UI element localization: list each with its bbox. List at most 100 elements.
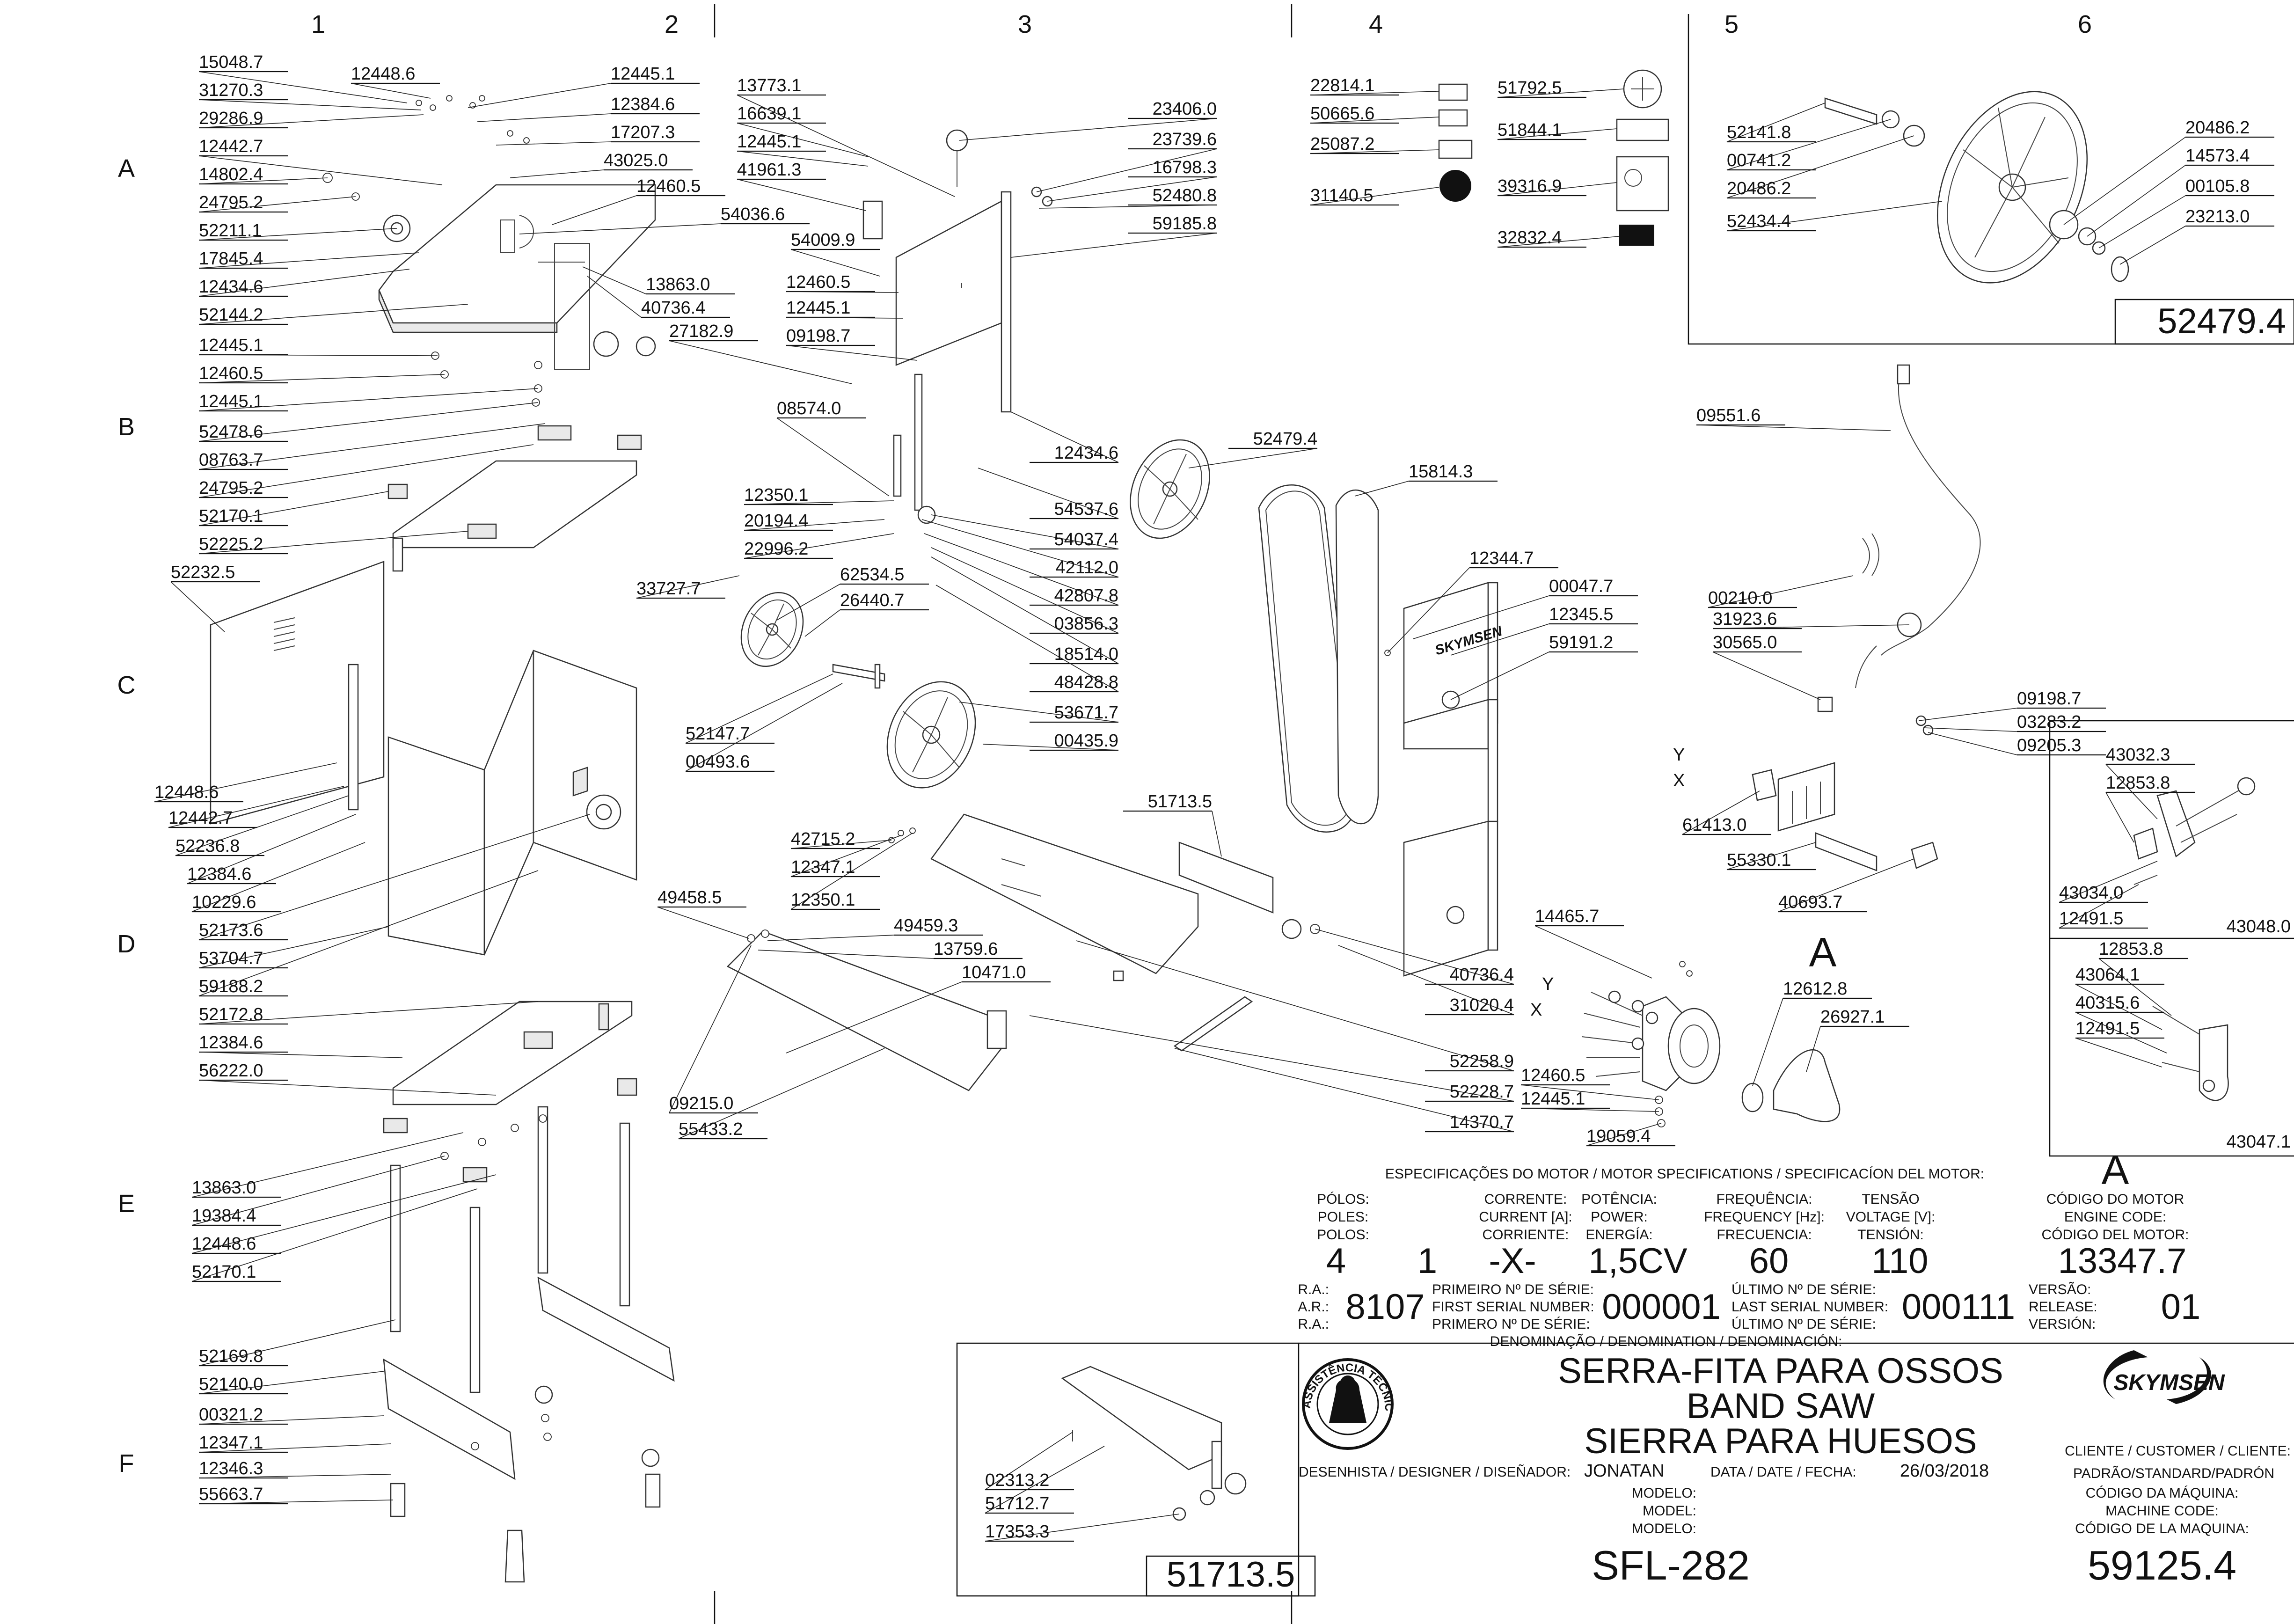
part-number-label: 40736.4: [1450, 965, 1514, 985]
part-number-label: 16639.1: [737, 104, 801, 124]
leader-line: [767, 935, 894, 941]
part-number-label: 12491.5: [2075, 1019, 2140, 1039]
leader-line: [2105, 792, 2134, 843]
part-number-label: 00493.6: [686, 752, 750, 772]
leader-line: [744, 533, 894, 559]
poles-label-pt: PÓLOS:: [1317, 1192, 1369, 1207]
model-value: SFL-282: [1592, 1542, 1750, 1588]
leader-line: [1450, 651, 1549, 700]
leader-line: [2075, 1012, 2167, 1053]
leader-line: [1029, 1015, 1514, 1102]
frequency-value: 60: [1749, 1241, 1789, 1281]
last-serial-label-en: LAST SERIAL NUMBER:: [1731, 1299, 1888, 1315]
part-number-label: 00105.8: [2185, 176, 2250, 196]
lower-frame: [383, 1001, 637, 1183]
leader-line: [1726, 842, 1816, 870]
version-label-en: RELEASE:: [2029, 1299, 2097, 1315]
part-number-label: 12491.5: [2059, 909, 2123, 929]
part-number-label: 12460.5: [636, 176, 701, 196]
leader-line: [744, 500, 894, 505]
leader-line: [198, 1080, 497, 1096]
part-number-label: 12347.1: [791, 857, 855, 877]
axis-x-label-motor: X: [1530, 1000, 1542, 1020]
part-number-label: 31020.4: [1450, 995, 1514, 1015]
part-number-label: 26927.1: [1820, 1007, 1885, 1027]
leader-line: [1047, 176, 1217, 202]
voltage-label-es: TENSIÓN:: [1857, 1227, 1924, 1243]
leader-line: [1497, 128, 1617, 140]
leader-line: [786, 317, 904, 319]
part-number-label: 09198.7: [786, 326, 850, 346]
part-number-label: 12384.6: [199, 1033, 263, 1053]
leader-line: [198, 1319, 396, 1366]
grid-row-f: F: [119, 1449, 134, 1478]
part-number-label: 14802.4: [199, 165, 263, 184]
grid-row-labels: A B C D E F: [117, 154, 136, 1478]
grid-col-4: 4: [1369, 10, 1383, 38]
leader-line: [786, 981, 962, 1053]
part-number-label: 20194.4: [744, 511, 808, 531]
part-number-label: 32832.4: [1498, 228, 1562, 248]
leader-line: [1778, 858, 1914, 912]
grid-row-b: B: [118, 413, 135, 441]
leader-line: [198, 269, 410, 297]
ra-label-es: R.A.:: [1298, 1317, 1329, 1332]
part-number-label: 23739.6: [1153, 130, 1217, 149]
part-number-label: 09215.0: [669, 1094, 733, 1113]
part-number-label: 12384.6: [611, 95, 675, 114]
wheel-detail-box: [1688, 14, 2294, 345]
leader-line: [198, 99, 422, 110]
leader-line: [776, 417, 890, 497]
part-number-label: 03283.2: [2017, 712, 2081, 732]
sticker-labels: [1438, 69, 1669, 246]
leader-line: [587, 276, 642, 318]
side-panel: [210, 561, 385, 825]
part-number-label: 14465.7: [1535, 907, 1599, 926]
frequency-label-pt: FREQUÊNCIA:: [1716, 1192, 1812, 1207]
leader-line: [1806, 1026, 1821, 1072]
leader-line: [198, 155, 443, 185]
top-plate-assembly: [378, 184, 656, 370]
part-number-label: 29286.9: [199, 109, 263, 128]
grid-col-6: 6: [2078, 10, 2092, 38]
code-label-en: ENGINE CODE:: [2064, 1209, 2166, 1225]
ra-value: 8107: [1345, 1287, 1425, 1327]
part-number-label: 22996.2: [744, 539, 808, 559]
leader-line: [198, 304, 468, 325]
frequency-label-es: FRECUENCIA:: [1717, 1227, 1812, 1243]
leader-line: [959, 702, 1119, 723]
leader-line: [510, 169, 604, 178]
part-number-label: 55663.7: [199, 1485, 263, 1504]
part-number-label: 54037.4: [1054, 530, 1118, 549]
leader-line: [1520, 1084, 1659, 1100]
part-number-label: 12445.1: [199, 392, 263, 411]
part-number-label: 48428.8: [1054, 673, 1118, 692]
frequency-label-en: FREQUENCY [Hz]:: [1704, 1209, 1825, 1225]
leader-line: [198, 71, 408, 103]
part-number-label: 55330.1: [1727, 850, 1791, 870]
grid-col-3: 3: [1018, 10, 1032, 38]
customer-value: PADRÃO/STANDARD/PADRÓN: [2073, 1465, 2274, 1481]
guide-assembly-code: 51713.5: [1167, 1555, 1295, 1595]
leader-line: [737, 151, 869, 167]
leader-line: [1174, 1048, 1514, 1132]
part-number-label: 20486.2: [2185, 118, 2250, 138]
guide-inset-ref-box: [1146, 1555, 1316, 1597]
part-number-label: 23406.0: [1153, 99, 1217, 119]
power-label-pt: POTÊNCIA:: [1581, 1192, 1657, 1207]
wheel-ref-box: [2114, 299, 2294, 345]
part-number-label: 00741.2: [1727, 151, 1791, 170]
part-number-label: 16798.3: [1153, 158, 1217, 177]
part-number-label: 52169.8: [199, 1346, 263, 1366]
leader-line: [1497, 182, 1617, 196]
part-number-label: 17353.3: [985, 1522, 1049, 1542]
part-number-label: 52141.8: [1727, 123, 1791, 142]
leader-line: [1712, 651, 1821, 700]
part-number-label: 09205.3: [2017, 736, 2081, 755]
part-number-label: 54036.6: [721, 205, 785, 224]
inset-guide-part: [1061, 1366, 1247, 1521]
detail-ref-a-drawing: A: [1809, 929, 1837, 975]
small-wheel: [740, 592, 804, 667]
leader-line: [2105, 764, 2158, 819]
part-number-label: 52479.4: [1253, 429, 1317, 449]
